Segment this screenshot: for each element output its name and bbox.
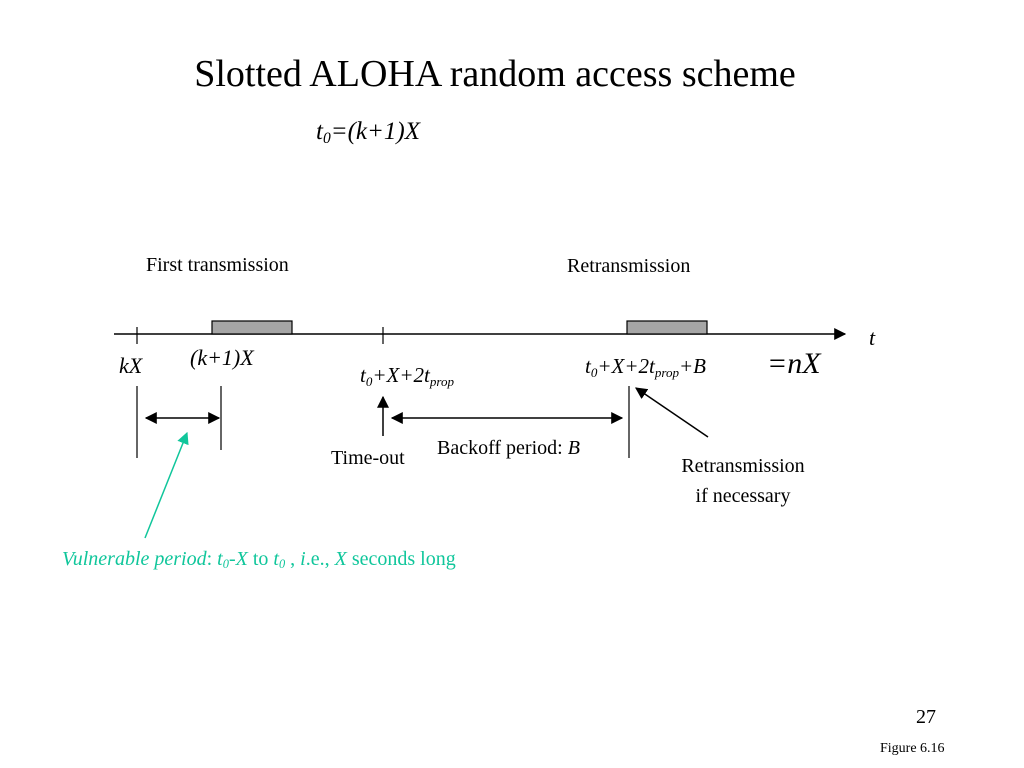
backoff-label-var: B bbox=[567, 437, 580, 459]
vulnerable-label: Vulnerable period bbox=[62, 548, 207, 570]
retrans-note-line1: Retransmission bbox=[681, 455, 805, 477]
retrans-time-tail: +B bbox=[678, 354, 706, 378]
slide-title: Slotted ALOHA random access scheme bbox=[194, 53, 796, 95]
backoff-label-text: Backoff period: bbox=[437, 437, 563, 459]
vulnerable-colon: : bbox=[206, 548, 218, 570]
vulnerable-period-caption: Vulnerable period: t0-X to t0 , i.e., X … bbox=[62, 548, 456, 571]
time-axis-label: t bbox=[869, 325, 876, 350]
vulnerable-sub1: 0 bbox=[222, 557, 229, 572]
page-number: 27 bbox=[916, 706, 936, 728]
retrans-note: Retransmission if necessary bbox=[658, 451, 828, 511]
k1x-label: (k+1)X bbox=[190, 345, 254, 370]
retransmission-label: Retransmission bbox=[567, 255, 691, 277]
slot-equation: t0=(k+1)X bbox=[316, 118, 420, 148]
timeout-time-sub0: 0 bbox=[365, 373, 373, 389]
vulnerable-ie-rest: .e., bbox=[305, 548, 335, 570]
retrans-time-mid: +X+2t bbox=[597, 354, 655, 378]
vulnerable-i: i bbox=[300, 548, 306, 570]
equation-rest: =(k+1)X bbox=[330, 118, 420, 145]
timeout-time-t: t bbox=[360, 363, 366, 387]
vulnerable-minus-x: -X bbox=[228, 548, 248, 570]
vulnerable-pointer-arrow bbox=[144, 431, 189, 539]
timeout-label: Time-out bbox=[331, 447, 405, 469]
equation-var: t bbox=[316, 118, 323, 145]
equation-sub: 0 bbox=[322, 130, 331, 148]
vulnerable-x: X bbox=[334, 548, 347, 570]
timeout-time-label: t0+X+2tprop bbox=[360, 363, 454, 389]
retrans-time-equals: =nX bbox=[767, 347, 821, 380]
figure-caption: Figure 6.16 bbox=[880, 741, 945, 756]
vulnerable-t2: t bbox=[273, 548, 279, 570]
retransmission-slot bbox=[626, 320, 708, 335]
backoff-label: Backoff period: B bbox=[437, 437, 580, 460]
kx-label: kX bbox=[119, 353, 143, 378]
retrans-time-subprop: prop bbox=[654, 364, 679, 380]
vulnerable-tail: seconds long bbox=[346, 548, 456, 570]
timeout-time-subprop: prop bbox=[429, 373, 454, 389]
retrans-time-sub0: 0 bbox=[590, 364, 598, 380]
vulnerable-comma: , bbox=[285, 548, 301, 570]
retransmission-pointer-arrow bbox=[635, 387, 709, 438]
first-transmission-label: First transmission bbox=[146, 254, 289, 276]
vulnerable-t1: t bbox=[217, 548, 223, 570]
vulnerable-sub2: 0 bbox=[278, 557, 286, 572]
first-transmission-slot bbox=[211, 320, 293, 335]
timeout-time-mid: +X+2t bbox=[372, 363, 430, 387]
retrans-time-t: t bbox=[585, 354, 591, 378]
vulnerable-to: to bbox=[247, 548, 274, 570]
retrans-time-label: t0+X+2tprop+B bbox=[585, 354, 706, 380]
retrans-note-line2: if necessary bbox=[695, 485, 791, 507]
